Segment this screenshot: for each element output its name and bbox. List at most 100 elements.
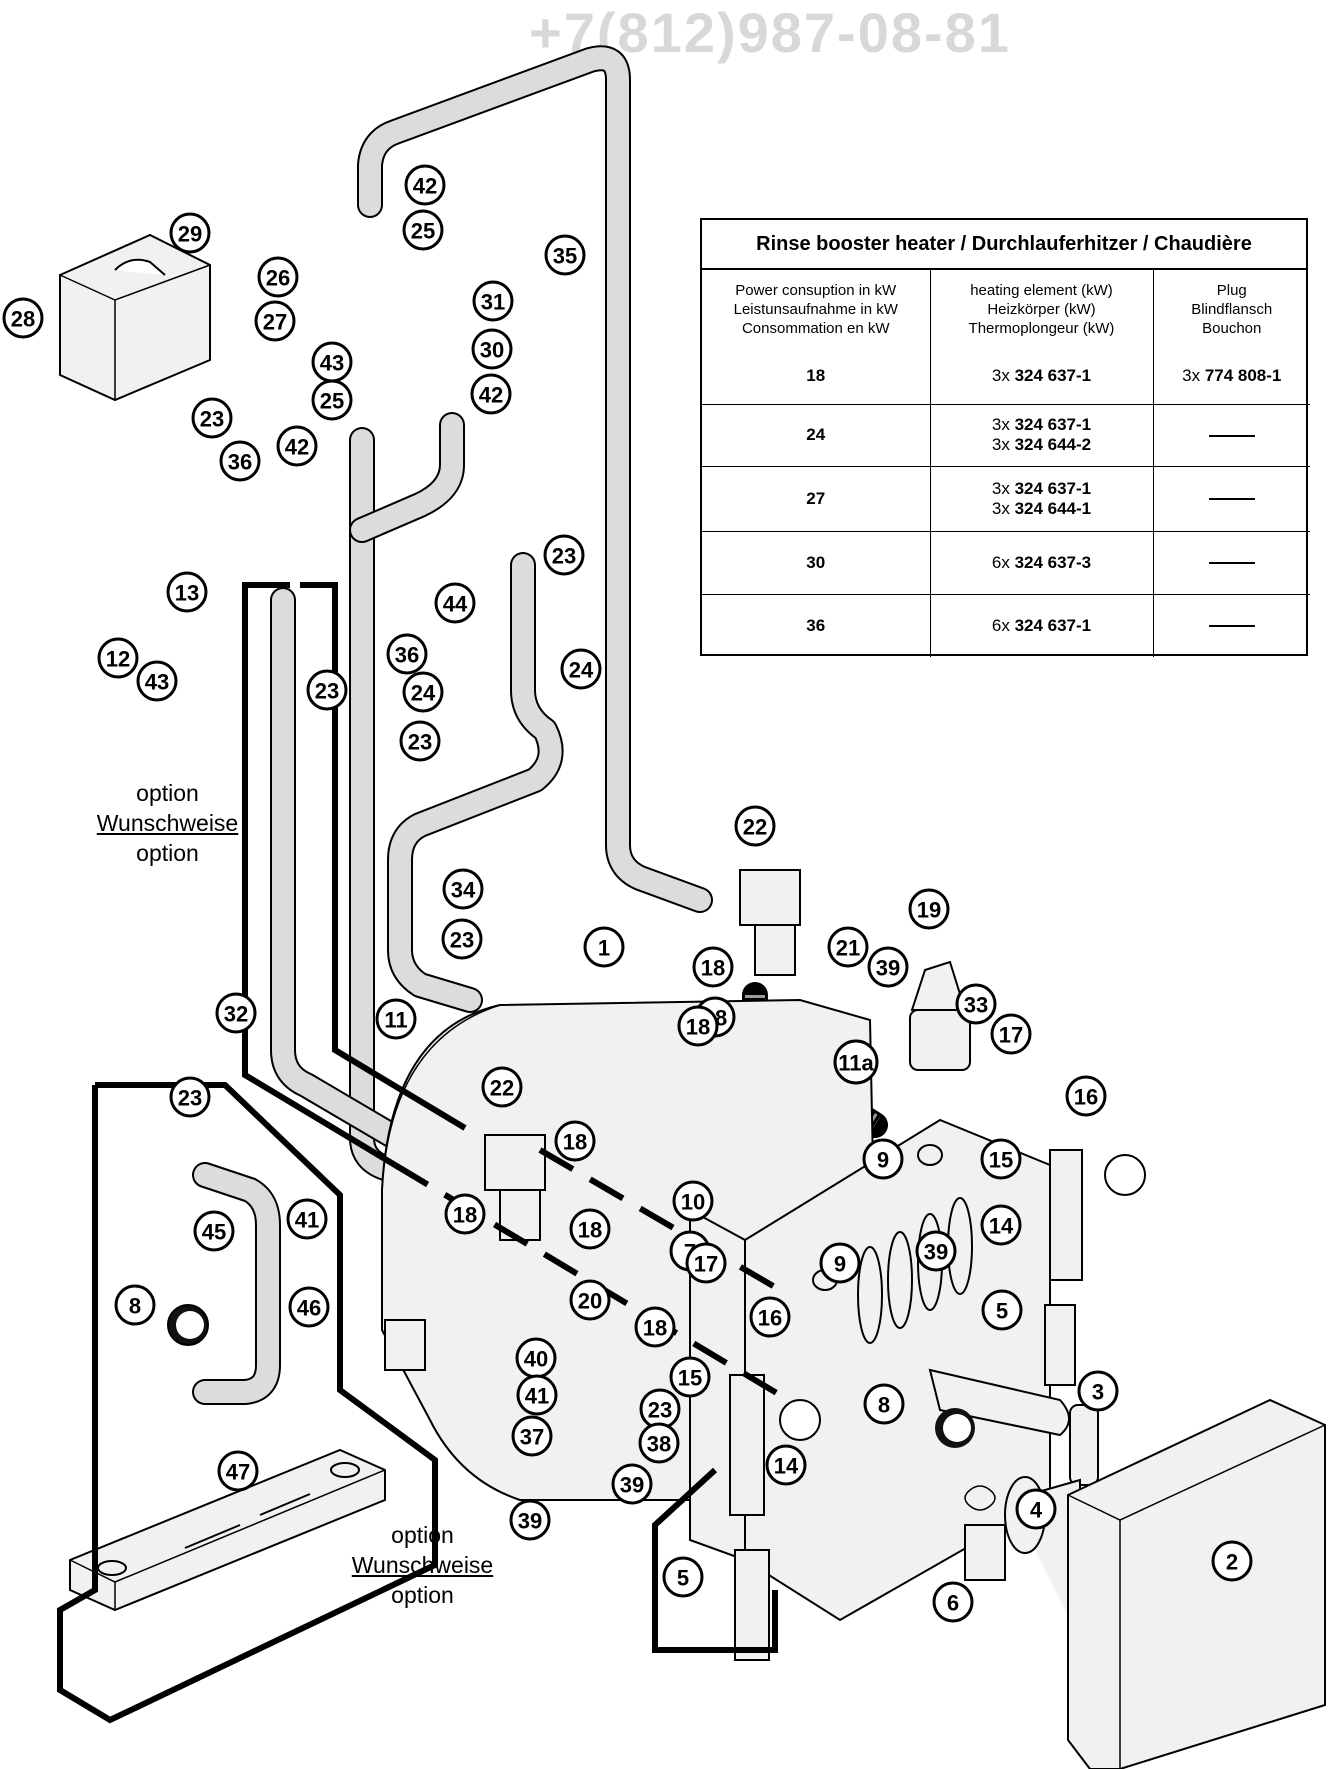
- callout-bubble: 29: [169, 212, 211, 254]
- callout-bubble: 33: [955, 983, 997, 1025]
- tap-14-15-front: [729, 1374, 821, 1516]
- gauge-8-left: [167, 1304, 209, 1346]
- callout-bubble: 24: [402, 671, 444, 713]
- callout-label: 16: [758, 1306, 782, 1331]
- option-label-lower: option Wunschweise option: [351, 1522, 494, 1608]
- callout-bubble: 18: [692, 946, 734, 988]
- callout-bubble: 9: [862, 1138, 904, 1180]
- callout-bubble: 8: [114, 1284, 156, 1326]
- callout-label: 19: [917, 898, 941, 923]
- callout-label: 15: [678, 1366, 702, 1391]
- callout-bubble: 39: [867, 946, 909, 988]
- cell-power: 24: [702, 404, 931, 467]
- callout-bubble: 16: [749, 1296, 791, 1338]
- callout-bubble: 31: [472, 280, 514, 322]
- callout-label: 8: [878, 1393, 890, 1418]
- callout-label: 1: [598, 936, 610, 961]
- element-entry: 3x 324 637-1: [991, 415, 1092, 434]
- callout-label: 39: [924, 1240, 948, 1265]
- callout-label: 45: [202, 1220, 226, 1245]
- callout-label: 25: [320, 389, 344, 414]
- callout-bubble: 23: [191, 397, 233, 439]
- callout-bubble: 18: [569, 1208, 611, 1250]
- callout-bubble: 23: [306, 669, 348, 711]
- callout-label: 26: [266, 266, 290, 291]
- callout-label: 23: [200, 407, 224, 432]
- cell-plug: [1153, 466, 1310, 532]
- callout-label: 10: [681, 1190, 705, 1215]
- callout-bubble: 17: [990, 1013, 1032, 1055]
- callout-bubble: 18: [677, 1005, 719, 1047]
- callout-bubble: 5: [662, 1556, 704, 1598]
- callout-bubble: 38: [638, 1422, 680, 1464]
- callout-label: 18: [578, 1218, 602, 1243]
- callout-bubble: 45: [193, 1210, 235, 1252]
- callout-bubble: 23: [169, 1076, 211, 1118]
- callout-label: 42: [413, 174, 437, 199]
- callout-bubble: 44: [434, 582, 476, 624]
- callout-bubble: 25: [311, 379, 353, 421]
- element-entry: 3x 324 637-1: [991, 365, 1092, 385]
- callout-label: 23: [178, 1086, 202, 1111]
- callout-bubble: 22: [481, 1066, 523, 1108]
- callout-label: 44: [443, 592, 468, 617]
- heating-element: [928, 1368, 1070, 1437]
- callout-bubble: 6: [932, 1581, 974, 1623]
- callout-label: 39: [620, 1473, 644, 1498]
- callout-bubble: 47: [217, 1450, 259, 1492]
- callout-bubble: 18: [444, 1193, 486, 1235]
- callout-label: 40: [524, 1347, 548, 1372]
- callout-bubble: 36: [386, 633, 428, 675]
- callout-label: 32: [224, 1002, 248, 1027]
- callout-label: 2: [1226, 1550, 1238, 1575]
- callout-bubble: 10: [672, 1180, 714, 1222]
- callout-label: 5: [677, 1566, 689, 1591]
- callout-label: 20: [578, 1289, 602, 1314]
- fitting-5-right: [1044, 1304, 1076, 1386]
- callout-label: 23: [315, 679, 339, 704]
- callout-bubble: 13: [166, 571, 208, 613]
- cover-2: [1067, 1398, 1326, 1769]
- callout-label: 38: [647, 1432, 671, 1457]
- callout-bubble: 23: [399, 720, 441, 762]
- callout-bubble: 35: [544, 234, 586, 276]
- callout-bubble: 41: [516, 1374, 558, 1416]
- callout-bubble: 15: [669, 1356, 711, 1398]
- callout-label: 35: [553, 244, 577, 269]
- callout-bubble: 12: [97, 637, 139, 679]
- callout-label: 23: [450, 928, 474, 953]
- callout-bubble: 30: [471, 328, 513, 370]
- callout-label: 24: [411, 681, 436, 706]
- callout-bubble: 46: [288, 1286, 330, 1328]
- element-entry: 3x 324 644-2: [991, 435, 1092, 454]
- callout-label: 18: [563, 1130, 587, 1155]
- element-entry: 3x 324 637-1: [991, 478, 1092, 498]
- callout-bubble: 2: [1211, 1540, 1253, 1582]
- spec-table-grid: Power consuption in kW Leistunsaufnahme …: [702, 270, 1310, 657]
- callout-bubble: 21: [827, 926, 869, 968]
- callout-label: 28: [11, 307, 35, 332]
- callout-label: 5: [996, 1299, 1008, 1324]
- callout-label: 42: [479, 383, 503, 408]
- header-plug: Plug Blindflansch Bouchon: [1191, 281, 1273, 337]
- callout-bubble: 1: [583, 926, 625, 968]
- callout-bubble: 28: [2, 297, 44, 339]
- callout-bubble: 42: [404, 164, 446, 206]
- callout-bubble: 4: [1015, 1488, 1057, 1530]
- callout-label: 18: [686, 1015, 710, 1040]
- pipework: [192, 45, 888, 1405]
- callout-label: 31: [481, 290, 505, 315]
- mounting-bar-47: [69, 1448, 386, 1612]
- callout-label: 14: [989, 1214, 1014, 1239]
- callout-label: 23: [648, 1398, 672, 1423]
- callout-bubble: 27: [254, 300, 296, 342]
- callout-label: 24: [569, 658, 594, 683]
- callout-bubble: 14: [765, 1444, 807, 1486]
